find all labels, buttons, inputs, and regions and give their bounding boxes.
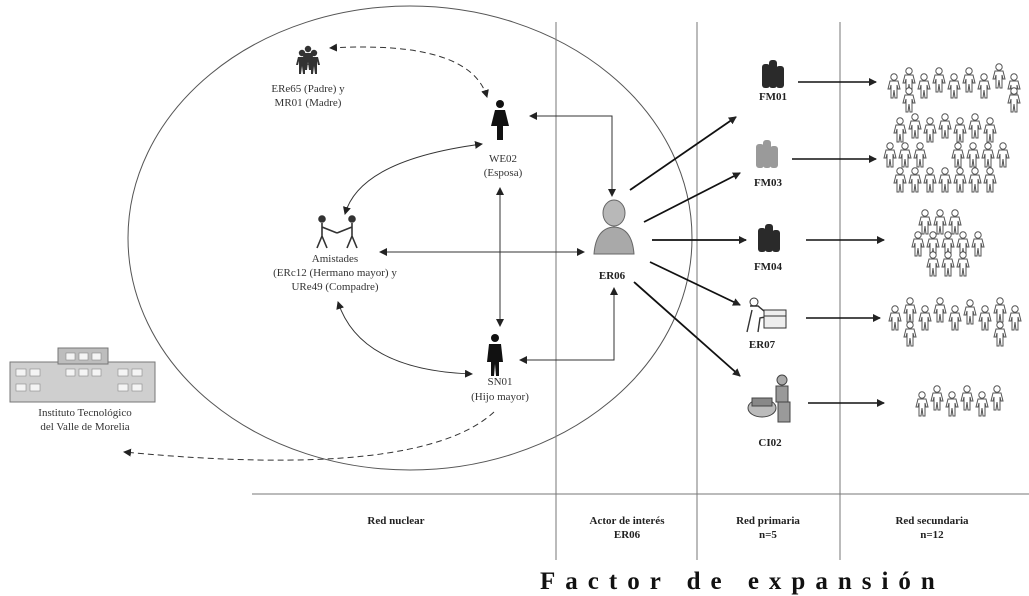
seated-clerk-icon <box>747 374 791 423</box>
friends-node: Amistades (ERc12 (Hermano mayor) y URe49… <box>273 215 397 293</box>
ci02-label: CI02 <box>758 437 782 449</box>
primary-fm04: FM04 <box>754 224 783 273</box>
section-actor-label-2: ER06 <box>614 529 641 541</box>
nuclear-network-boundary <box>127 5 693 471</box>
actor-node: ER06 <box>593 199 635 282</box>
friends-label-3: URe49 (Compadre) <box>291 281 378 293</box>
worker-with-box-icon <box>746 297 787 333</box>
user-avatar-icon <box>593 199 635 255</box>
son-label-1: SN01 <box>487 376 512 388</box>
expansion-factor-title: Factor de expansión <box>540 568 945 595</box>
friends-label-1: Amistades <box>312 253 358 265</box>
primary-er07: ER07 <box>746 297 787 351</box>
woman-icon <box>491 100 509 140</box>
primary-connections <box>629 116 747 377</box>
nuclear-connections <box>123 43 618 461</box>
section-actor-label-1: Actor de interés <box>590 515 666 527</box>
institute-label-1: Instituto Tecnológico <box>38 407 132 419</box>
secondary-group-er07 <box>888 297 1022 347</box>
secondary-group-fm01 <box>887 63 1021 113</box>
wife-label-2: (Esposa) <box>484 167 523 179</box>
people-group-dark-icon <box>758 224 780 252</box>
secondary-group-fm04 <box>911 209 985 277</box>
actor-label: ER06 <box>599 270 626 282</box>
secondary-group-fm03 <box>883 113 1010 193</box>
institute-label-2: del Valle de Morelia <box>40 421 129 433</box>
parents-icon <box>296 45 320 74</box>
primary-fm01: FM01 <box>759 60 787 103</box>
man-icon <box>487 334 503 376</box>
wife-node: WE02 (Esposa) <box>484 100 523 179</box>
parents-node: ERe65 (Padre) y MR01 (Madre) <box>271 45 345 109</box>
er07-label: ER07 <box>749 339 776 351</box>
section-nuclear-label: Red nuclear <box>367 515 424 527</box>
friends-label-2: (ERc12 (Hermano mayor) y <box>273 267 397 279</box>
section-primary-label-2: n=5 <box>759 529 777 541</box>
section-secondary-label-2: n=12 <box>920 529 944 541</box>
primary-fm03: FM03 <box>754 140 783 189</box>
school-building-icon <box>9 347 156 403</box>
secondary-group-ci02 <box>915 385 1004 417</box>
wife-label-1: WE02 <box>489 153 517 165</box>
section-primary-label-1: Red primaria <box>736 515 800 527</box>
people-group-dark-icon <box>762 60 784 88</box>
secondary-connections <box>792 78 885 407</box>
people-group-gray-icon <box>756 140 778 168</box>
primary-ci02: CI02 <box>747 374 791 449</box>
fm01-label: FM01 <box>759 91 787 103</box>
parents-label-1: ERe65 (Padre) y <box>271 83 345 95</box>
fm03-label: FM03 <box>754 177 783 189</box>
son-node: SN01 (Hijo mayor) <box>471 334 529 403</box>
friends-icon <box>316 215 358 249</box>
son-label-2: (Hijo mayor) <box>471 391 529 403</box>
parents-label-2: MR01 (Madre) <box>275 97 342 109</box>
section-secondary-label-1: Red secundaria <box>895 515 969 527</box>
fm04-label: FM04 <box>754 261 783 273</box>
institute-node: Instituto Tecnológico del Valle de Morel… <box>9 347 156 433</box>
